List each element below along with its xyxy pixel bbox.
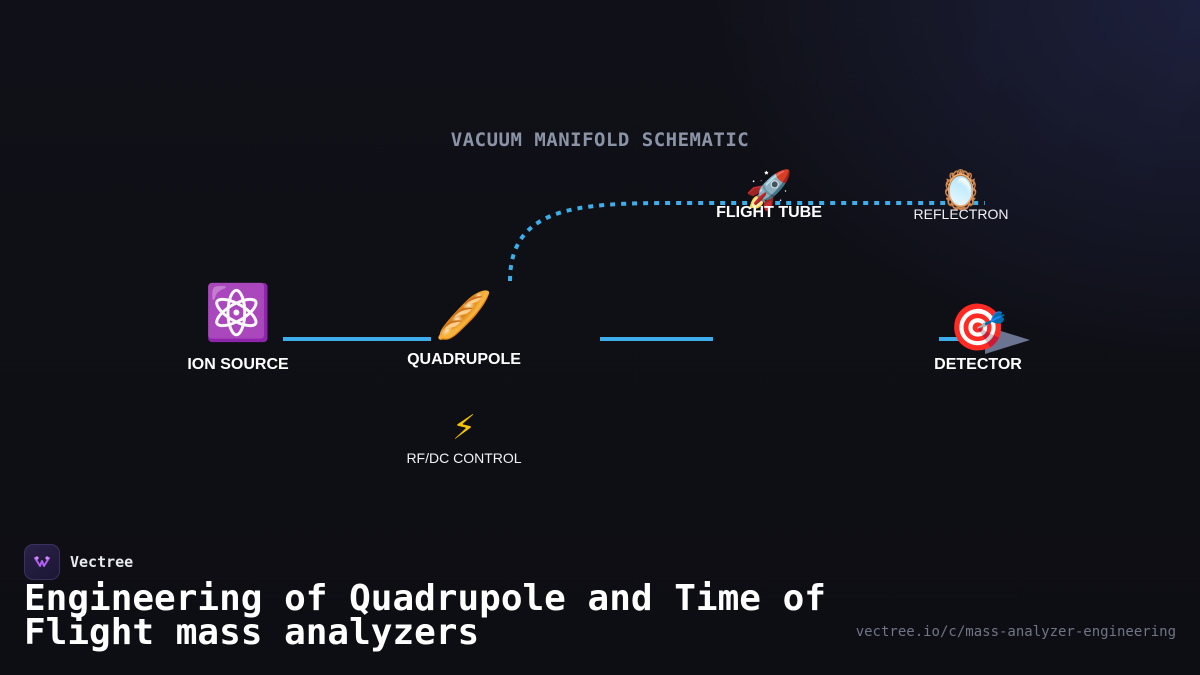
node-flight-tube[interactable]: 🚀 FLIGHT TUBE [716,172,822,222]
baguette-icon: 🥖 [435,289,493,341]
detector-label: DETECTOR [934,356,1022,373]
node-rfdc-control[interactable]: ⚡ RF/DC CONTROL [406,411,521,466]
node-reflectron[interactable]: 🪞 REFLECTRON [914,172,1009,222]
reflectron-label: REFLECTRON [913,206,1009,222]
ion-source-label: ION SOURCE [187,356,289,373]
brand-name: Vectree [70,553,134,571]
atom-icon: ⚛️ [204,283,272,343]
node-detector[interactable]: 🎯 DETECTOR [934,304,1022,374]
node-quadrupole[interactable]: 🥖 QUADRUPOLE [407,292,521,369]
rfdc-control-label: RF/DC CONTROL [406,450,522,466]
detector-arrow [985,326,1030,354]
vectree-logo-icon [24,544,60,580]
node-ion-source[interactable]: ⚛️ ION SOURCE [187,286,288,374]
schematic-title: VACUUM MANIFOLD SCHEMATIC [450,129,750,151]
mirror-icon: 🪞 [937,170,985,212]
flight-tube-label: FLIGHT TUBE [716,204,822,221]
quadrupole-label: QUADRUPOLE [407,351,521,368]
lightning-icon: ⚡ [452,409,476,447]
page-title: Engineering of Quadrupole and Time of Fl… [24,578,826,653]
flight-path-dotted [508,200,985,282]
brand[interactable]: Vectree [24,544,133,580]
target-icon: 🎯 [949,301,1007,353]
rocket-icon: 🚀 [745,170,793,212]
course-url[interactable]: vectree.io/c/mass-analyzer-engineering [855,624,1176,640]
